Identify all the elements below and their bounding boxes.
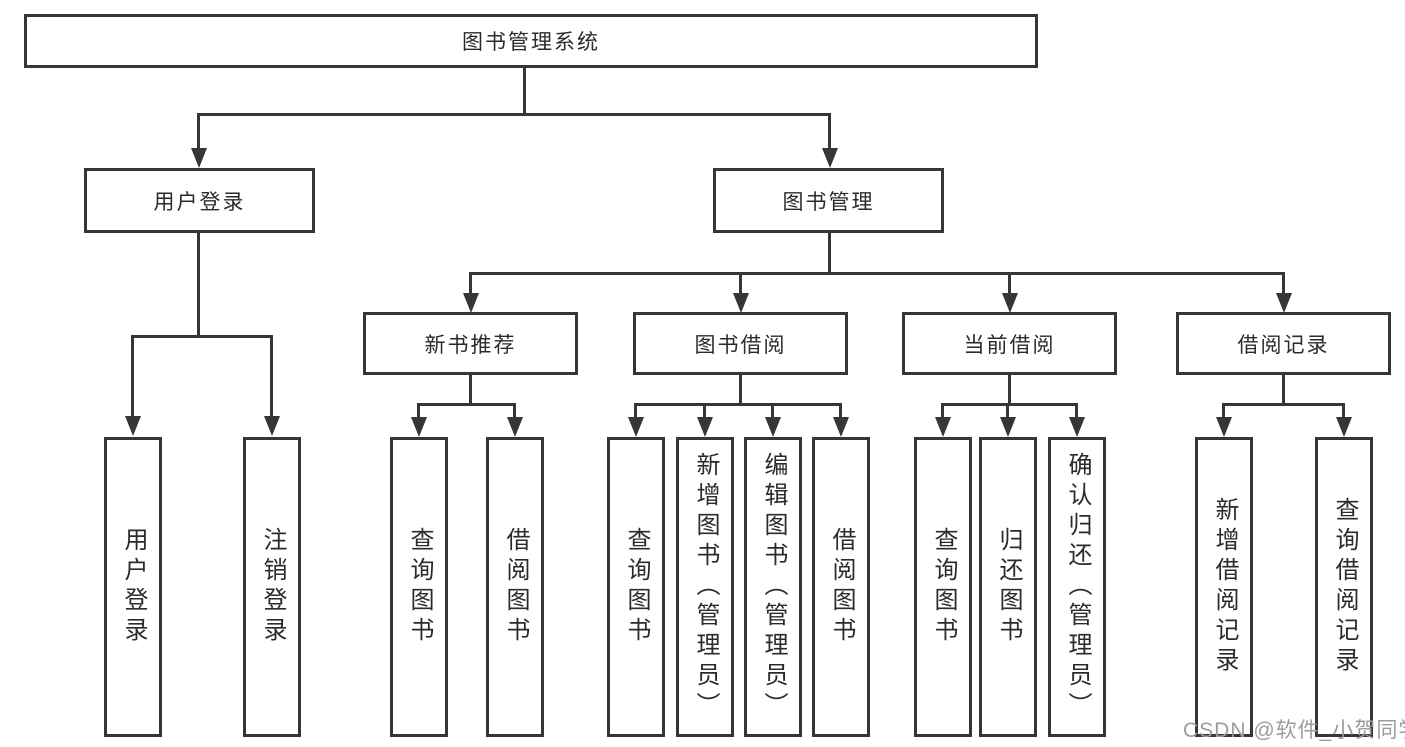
leaf-label: 归还图书 — [995, 527, 1022, 647]
arrowhead-down-icon — [507, 417, 523, 437]
leaf-label: 查询图书 — [623, 527, 650, 647]
arrowhead-down-icon — [833, 417, 849, 437]
arrowhead-down-icon — [411, 417, 427, 437]
connector-vline — [469, 375, 472, 406]
arrowhead-down-icon — [1216, 417, 1232, 437]
connector-vline — [1075, 404, 1078, 419]
leaf-add-book-admin: 新增图书（管理员） — [676, 437, 734, 737]
node-book-borrow: 图书借阅 — [633, 312, 848, 375]
connector-vline — [1006, 404, 1009, 419]
leaf-label: 借阅图书 — [828, 527, 855, 647]
connector-vline — [469, 272, 472, 295]
leaf-add-borrow-record: 新增借阅记录 — [1195, 437, 1253, 737]
node-label: 图书借阅 — [694, 333, 787, 357]
connector-vline — [1222, 404, 1225, 419]
connector-vline — [739, 272, 742, 295]
node-user-login: 用户登录 — [84, 168, 315, 233]
arrowhead-down-icon — [628, 417, 644, 437]
node-current-borrow: 当前借阅 — [902, 312, 1117, 375]
connector-vline — [828, 233, 831, 275]
node-book-management: 图书管理 — [713, 168, 944, 233]
node-label: 图书管理 — [782, 190, 875, 214]
leaf-return-book: 归还图书 — [979, 437, 1037, 737]
leaf-borrow-books: 借阅图书 — [812, 437, 870, 737]
leaf-logout: 注销登录 — [243, 437, 301, 737]
node-label: 图书管理系统 — [462, 31, 600, 54]
arrowhead-down-icon — [1276, 293, 1292, 313]
leaf-edit-book-admin: 编辑图书（管理员） — [744, 437, 802, 737]
leaf-label: 编辑图书（管理员） — [760, 452, 787, 722]
arrowhead-down-icon — [935, 417, 951, 437]
connector-vline — [513, 404, 516, 419]
leaf-query-borrow-record: 查询借阅记录 — [1315, 437, 1373, 737]
arrowhead-down-icon — [1002, 293, 1018, 313]
arrowhead-down-icon — [1336, 417, 1352, 437]
connector-hline — [417, 403, 516, 406]
arrowhead-down-icon — [463, 293, 479, 313]
leaf-label: 用户登录 — [120, 527, 147, 647]
connector-vline — [417, 404, 420, 419]
connector-vline — [270, 335, 273, 418]
leaf-borrow-books-recommend: 借阅图书 — [486, 437, 544, 737]
connector-hline — [197, 113, 831, 116]
connector-vline — [1282, 375, 1285, 406]
connector-vline — [131, 335, 134, 418]
connector-vline — [197, 113, 200, 150]
leaf-label: 查询图书 — [406, 527, 433, 647]
connector-hline — [131, 335, 273, 338]
connector-vline — [839, 404, 842, 419]
arrowhead-down-icon — [765, 417, 781, 437]
connector-vline — [771, 404, 774, 419]
connector-vline — [1008, 375, 1011, 406]
leaf-label: 借阅图书 — [502, 527, 529, 647]
connector-vline — [941, 404, 944, 419]
connector-vline — [739, 375, 742, 406]
connector-hline — [469, 272, 1285, 275]
arrowhead-down-icon — [1069, 417, 1085, 437]
arrowhead-down-icon — [125, 416, 141, 436]
connector-vline — [634, 404, 637, 419]
connector-vline — [197, 233, 200, 337]
leaf-label: 确认归还（管理员） — [1064, 452, 1091, 722]
arrowhead-down-icon — [1000, 417, 1016, 437]
node-label: 用户登录 — [153, 190, 246, 214]
connector-vline — [703, 404, 706, 419]
leaf-label: 查询借阅记录 — [1331, 497, 1358, 677]
connector-hline — [941, 403, 1078, 406]
csdn-watermark: CSDN @软件_小贺同学 — [1183, 719, 1405, 742]
arrowhead-down-icon — [733, 293, 749, 313]
arrowhead-down-icon — [264, 416, 280, 436]
leaf-query-books-current: 查询图书 — [914, 437, 972, 737]
leaf-query-books-borrow: 查询图书 — [607, 437, 665, 737]
leaf-label: 新增借阅记录 — [1211, 497, 1238, 677]
leaf-label: 注销登录 — [259, 527, 286, 647]
node-borrow-records: 借阅记录 — [1176, 312, 1391, 375]
leaf-label: 查询图书 — [930, 527, 957, 647]
node-new-book-recommend: 新书推荐 — [363, 312, 578, 375]
leaf-query-books-recommend: 查询图书 — [390, 437, 448, 737]
arrowhead-down-icon — [191, 148, 207, 168]
leaf-label: 新增图书（管理员） — [692, 452, 719, 722]
connector-vline — [1008, 272, 1011, 295]
connector-vline — [523, 68, 526, 115]
node-root: 图书管理系统 — [24, 14, 1038, 68]
connector-hline — [1222, 403, 1345, 406]
connector-vline — [1282, 272, 1285, 295]
node-label: 当前借阅 — [963, 333, 1056, 357]
arrowhead-down-icon — [697, 417, 713, 437]
leaf-confirm-return-admin: 确认归还（管理员） — [1048, 437, 1106, 737]
arrowhead-down-icon — [822, 148, 838, 168]
leaf-user-login: 用户登录 — [104, 437, 162, 737]
connector-hline — [634, 403, 842, 406]
connector-vline — [1342, 404, 1345, 419]
node-label: 借阅记录 — [1237, 333, 1330, 357]
connector-vline — [828, 113, 831, 150]
node-label: 新书推荐 — [424, 333, 517, 357]
